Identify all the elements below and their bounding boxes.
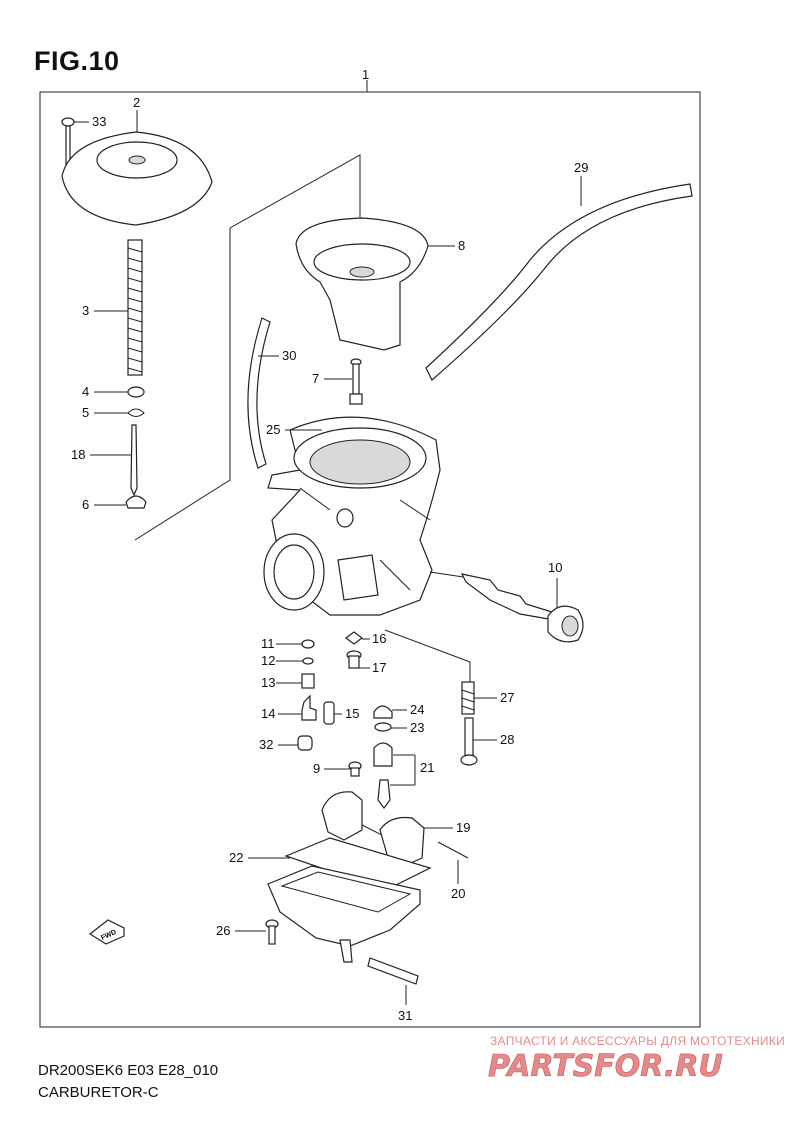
callout-label-7: 7	[312, 371, 319, 386]
watermark-logo-text: PARTSFOR.RU	[488, 1049, 723, 1084]
clip-5	[127, 408, 145, 417]
washer-4	[127, 386, 145, 398]
needle-holder-6	[125, 495, 147, 509]
callout-label-13: 13	[261, 675, 275, 690]
callout-label-12: 12	[261, 653, 275, 668]
throttle-stop-screw-28	[460, 717, 478, 766]
callout-label-24: 24	[410, 702, 424, 717]
callout-label-2: 2	[133, 95, 140, 110]
o-ring-11	[301, 639, 315, 649]
group-outline-left	[134, 154, 361, 541]
callout-label-15: 15	[345, 706, 359, 721]
drain-screw-31	[367, 957, 419, 985]
callout-label-21: 21	[420, 760, 434, 775]
callout-label-28: 28	[500, 732, 514, 747]
callout-label-8: 8	[458, 238, 465, 253]
callout-label-22: 22	[229, 850, 243, 865]
cap-32	[297, 735, 313, 751]
callout-label-27: 27	[500, 690, 514, 705]
callout-label-4: 4	[82, 384, 89, 399]
screw-17	[346, 650, 362, 669]
float-pin-20	[437, 841, 469, 859]
callout-label-17: 17	[372, 660, 386, 675]
callout-label-14: 14	[261, 706, 275, 721]
callout-label-33: 33	[92, 114, 106, 129]
callout-label-16: 16	[372, 631, 386, 646]
washer-12	[302, 657, 314, 665]
o-ring-23	[374, 722, 392, 732]
spring-13	[301, 673, 315, 689]
cap-24	[373, 705, 393, 719]
screw-26	[265, 919, 279, 945]
callout-label-1: 1	[362, 67, 369, 82]
model-code: DR200SEK6 E03 E28_010	[38, 1062, 219, 1079]
float-chamber	[267, 865, 421, 963]
callout-label-11: 11	[261, 636, 275, 651]
callout-label-9: 9	[313, 761, 320, 776]
callout-label-29: 29	[574, 160, 588, 175]
screw-9	[348, 761, 362, 777]
fwd-direction-arrow: FWD	[88, 919, 125, 945]
carburetor-body	[263, 416, 441, 616]
callout-label-31: 31	[398, 1008, 412, 1023]
diagram-frame	[39, 91, 701, 1028]
jet-needle-18	[130, 424, 138, 497]
screw-7	[349, 358, 363, 405]
diaphragm-piston-8	[295, 217, 429, 351]
callout-label-20: 20	[451, 886, 465, 901]
spring-3	[127, 239, 143, 376]
hose-29	[425, 183, 693, 381]
jet-15	[323, 701, 335, 725]
figure-title: FIG.10	[34, 46, 120, 76]
watermark-caption: ЗАПЧАСТИ И АКСЕССУАРЫ ДЛЯ МОТОТЕХНИКИ	[490, 1034, 786, 1048]
washer-16	[345, 631, 363, 645]
callout-label-26: 26	[216, 923, 230, 938]
main-jet-21	[373, 742, 393, 809]
starter-plunger-10	[429, 571, 584, 643]
section-name: CARBURETOR-C	[38, 1084, 159, 1101]
callout-label-30: 30	[282, 348, 296, 363]
callout-label-6: 6	[82, 497, 89, 512]
callout-label-19: 19	[456, 820, 470, 835]
carburetor-top-cap-2	[61, 131, 213, 226]
group-outline-lower	[384, 629, 471, 690]
callout-label-25: 25	[266, 422, 280, 437]
pilot-screw-14	[301, 694, 317, 721]
float-19	[321, 791, 425, 867]
hose-30	[247, 317, 271, 469]
callout-label-10: 10	[548, 560, 562, 575]
callout-label-3: 3	[82, 303, 89, 318]
watermark-logo: PARTSFOR.RU	[488, 1049, 723, 1085]
callout-label-32: 32	[259, 737, 273, 752]
callout-label-5: 5	[82, 405, 89, 420]
callout-label-18: 18	[71, 447, 85, 462]
callout-label-23: 23	[410, 720, 424, 735]
